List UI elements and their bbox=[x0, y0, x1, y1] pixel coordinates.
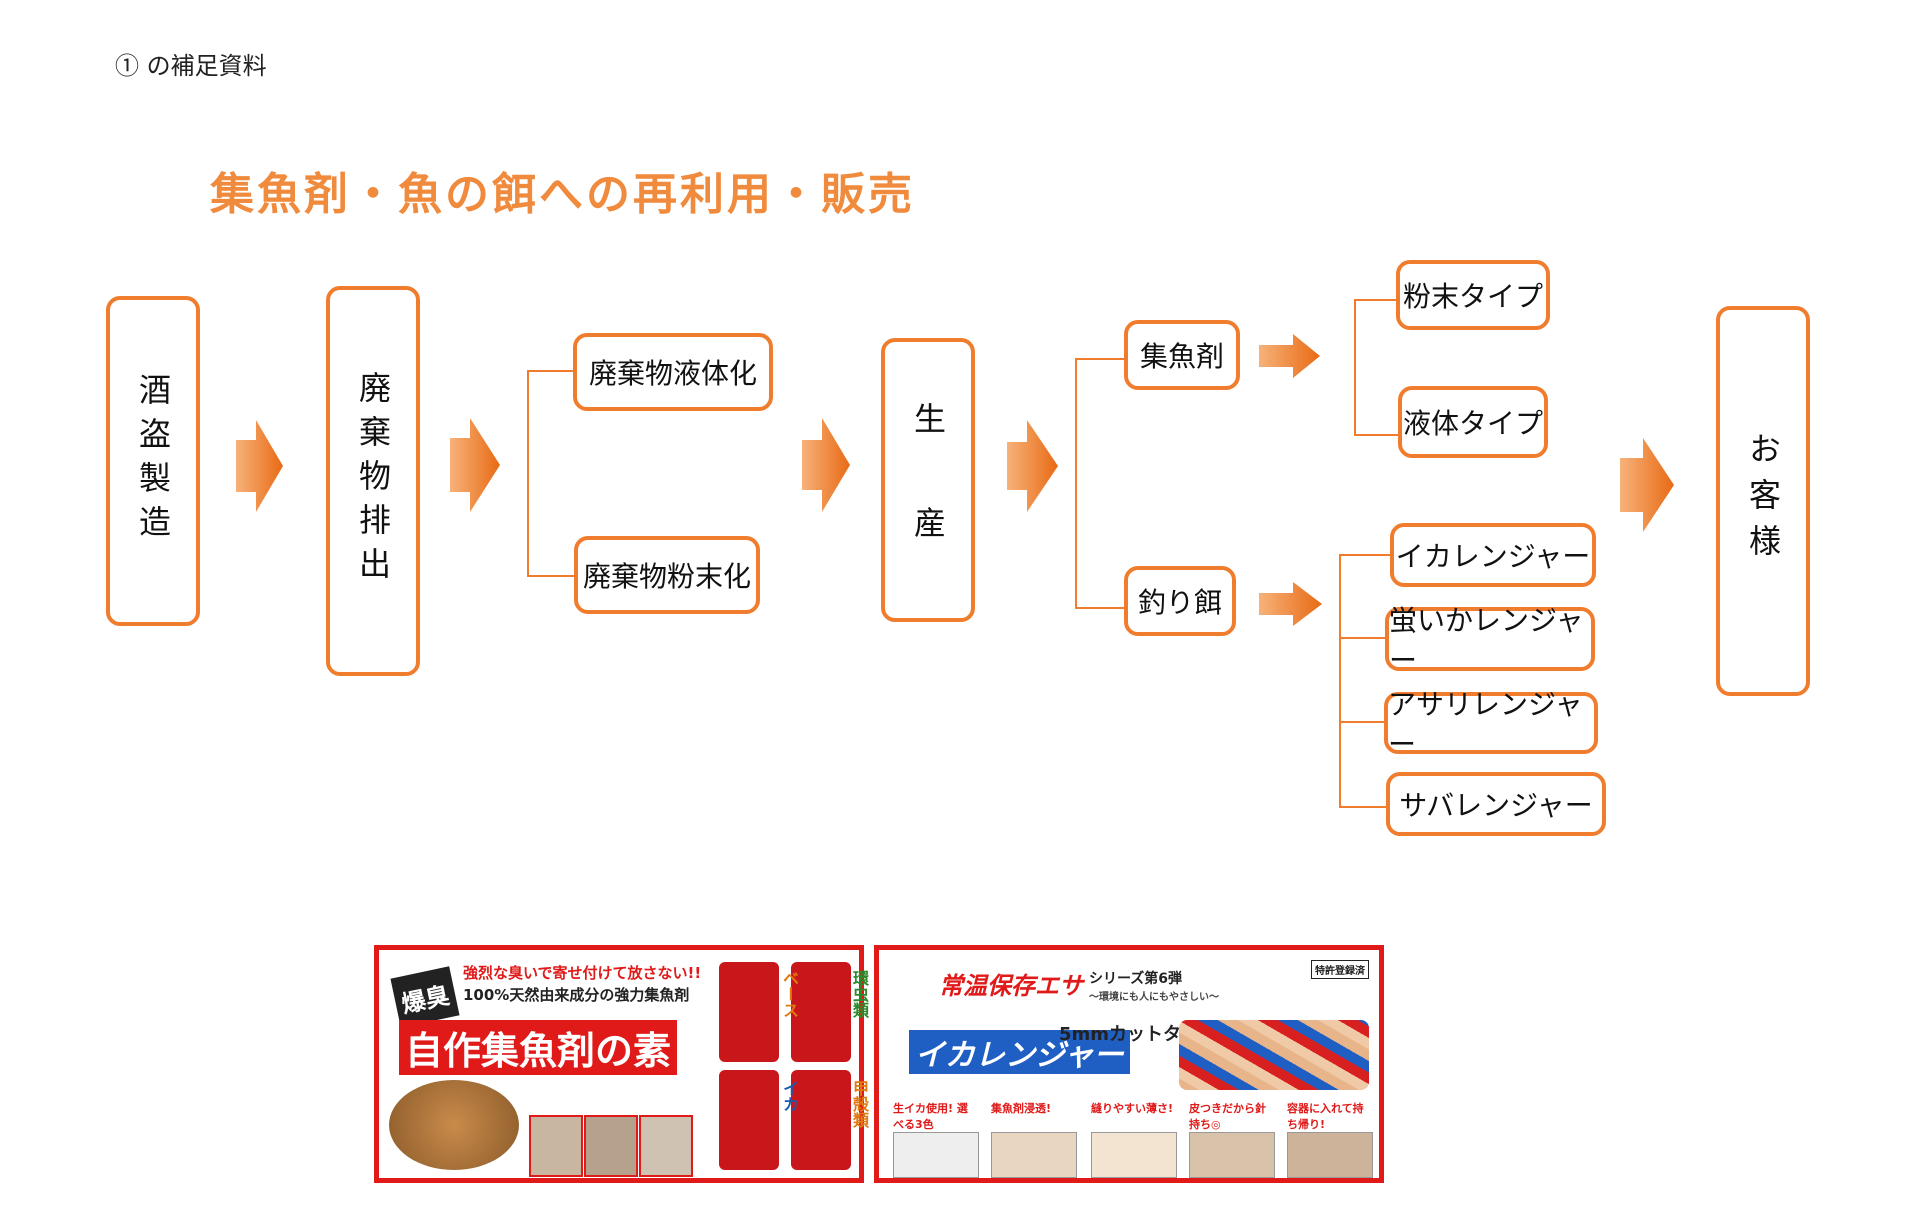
arrow-icon bbox=[1259, 582, 1322, 626]
step-production: 生 産 bbox=[881, 338, 975, 622]
label-squid: イカ bbox=[780, 1080, 799, 1112]
feature-photo bbox=[1091, 1132, 1177, 1178]
bait-hotaru-ika-ranger: 蛍いかレンジャー bbox=[1385, 604, 1595, 677]
product-pouch-image bbox=[791, 1070, 851, 1170]
banner-tagline-1: 強烈な臭いで寄せ付けて放さない!! bbox=[463, 964, 702, 982]
photo-thumb bbox=[529, 1115, 583, 1177]
banner-ika-ranger: 常温保存エサ シリーズ第6弾 〜環境にも人にもやさしい〜 特許登録済 イカレンジ… bbox=[874, 945, 1384, 1183]
arrow-icon bbox=[802, 418, 850, 512]
banner-badge: 爆臭 bbox=[390, 966, 460, 1028]
step-customer: お客様 bbox=[1716, 306, 1810, 696]
banner-product-name: 自作集魚剤の素 bbox=[399, 1020, 678, 1075]
bait-ika-ranger: イカレンジャー bbox=[1390, 523, 1596, 587]
bait-saba-ranger: サバレンジャー bbox=[1386, 772, 1606, 836]
arrow-icon bbox=[1259, 334, 1320, 378]
step-waste-liquefaction: 廃棄物液体化 bbox=[573, 333, 773, 411]
photo-thumb bbox=[639, 1115, 693, 1177]
branch-bait bbox=[1339, 554, 1394, 808]
feature-3: 縫りやすい薄さ! bbox=[1091, 1102, 1174, 1115]
step-sake-production: 酒盗製造 bbox=[106, 296, 200, 626]
banner-attractant-kit: 強烈な臭いで寄せ付けて放さない!! 100%天然由来成分の強力集魚剤 爆臭 自作… bbox=[374, 945, 869, 1183]
type-powder: 粉末タイプ bbox=[1396, 260, 1550, 330]
banner-right-title: 常温保存エサ bbox=[939, 972, 1083, 1000]
type-liquid: 液体タイプ bbox=[1398, 386, 1548, 458]
product-pouch-image bbox=[791, 962, 851, 1062]
feature-photo bbox=[893, 1132, 979, 1178]
feature-1: 生イカ使用! 選べる3色 bbox=[893, 1102, 968, 1131]
feature-5: 容器に入れて持ち帰り! bbox=[1287, 1102, 1364, 1131]
diagram-title: 集魚剤・魚の餌への再利用・販売 bbox=[210, 169, 915, 220]
supplement-note: ① の補足資料 bbox=[115, 52, 267, 80]
product-fishing-bait: 釣り餌 bbox=[1124, 566, 1236, 636]
arrow-icon bbox=[1007, 420, 1058, 512]
arrow-icon bbox=[236, 420, 283, 512]
feature-2: 集魚剤浸透! bbox=[991, 1102, 1052, 1115]
photo-thumb bbox=[584, 1115, 638, 1177]
label-annelid: 環虫類 bbox=[850, 970, 869, 1018]
squid-strips-image bbox=[1179, 1020, 1369, 1090]
product-pouch-image bbox=[719, 1070, 779, 1170]
label-base: ベース bbox=[780, 970, 799, 1018]
product-pouch-image bbox=[719, 962, 779, 1062]
banner-series: シリーズ第6弾 bbox=[1089, 971, 1183, 987]
branch-attractant bbox=[1354, 299, 1400, 436]
arrow-icon bbox=[1620, 438, 1674, 532]
feature-photo bbox=[991, 1132, 1077, 1178]
banner-patent: 特許登録済 bbox=[1311, 960, 1369, 979]
branch-production bbox=[1075, 358, 1127, 609]
arrow-icon bbox=[450, 418, 500, 512]
branch-waste bbox=[527, 370, 575, 577]
banner-subtitle: 〜環境にも人にもやさしい〜 bbox=[1089, 992, 1219, 1003]
banner-tagline-2: 100%天然由来成分の強力集魚剤 bbox=[463, 986, 690, 1004]
label-crustacean: 甲殻類 bbox=[850, 1080, 869, 1128]
step-waste-discharge: 廃棄物排出 bbox=[326, 286, 420, 676]
feature-4: 皮つきだから針持ち◎ bbox=[1189, 1102, 1266, 1131]
feature-photo bbox=[1189, 1132, 1275, 1178]
product-fish-attractant: 集魚剤 bbox=[1124, 320, 1240, 390]
attractant-dish-image bbox=[389, 1080, 519, 1170]
banner-right-product: イカレンジャー bbox=[909, 1030, 1130, 1074]
bait-asari-ranger: アサリレンジャー bbox=[1384, 688, 1598, 761]
step-waste-powdering: 廃棄物粉末化 bbox=[574, 536, 760, 614]
banner-cut-type: 5mmカットタイプ bbox=[1059, 1024, 1218, 1045]
feature-photo bbox=[1287, 1132, 1373, 1178]
